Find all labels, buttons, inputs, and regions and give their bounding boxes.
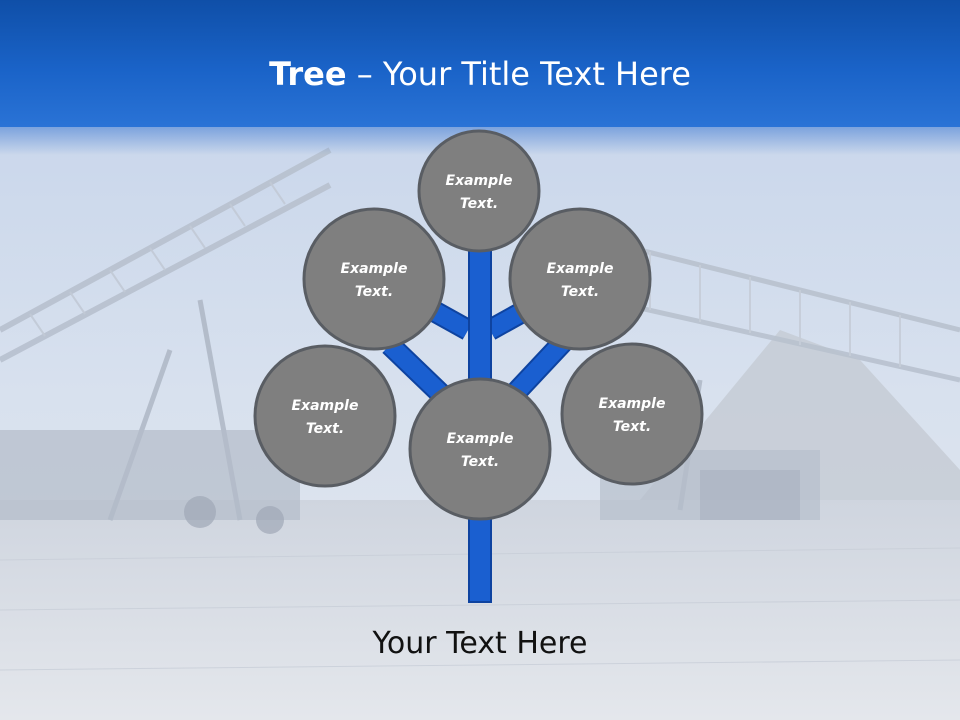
node-top: Example Text. xyxy=(417,129,541,253)
node-upper-left-label-2: Text. xyxy=(355,284,393,300)
node-lower-left-label-2: Text. xyxy=(306,421,344,437)
node-upper-left-circle xyxy=(302,207,446,351)
title-bold: Tree xyxy=(269,55,347,93)
node-lower-right: Example Text. xyxy=(560,342,704,486)
node-top-circle xyxy=(417,129,541,253)
node-center-label-1: Example xyxy=(447,431,514,447)
node-lower-left-circle xyxy=(253,344,397,488)
title-rest: – Your Title Text Here xyxy=(346,55,691,93)
node-center-label-2: Text. xyxy=(461,454,499,470)
node-lower-left-label-1: Example xyxy=(292,398,359,414)
node-upper-left-label-1: Example xyxy=(341,261,408,277)
node-lower-right-circle xyxy=(560,342,704,486)
node-top-label-1: Example xyxy=(446,173,513,189)
node-upper-right: Example Text. xyxy=(508,207,652,351)
node-upper-right-label-2: Text. xyxy=(561,284,599,300)
node-upper-left: Example Text. xyxy=(302,207,446,351)
node-top-label-2: Text. xyxy=(460,196,498,212)
title-bar xyxy=(0,0,960,127)
node-upper-right-circle xyxy=(508,207,652,351)
node-center: Example Text. xyxy=(408,377,552,521)
node-upper-right-label-1: Example xyxy=(547,261,614,277)
page-title: Tree – Your Title Text Here xyxy=(0,52,960,96)
node-lower-right-label-2: Text. xyxy=(613,419,651,435)
footer-caption: Your Text Here xyxy=(372,626,588,661)
node-center-circle xyxy=(408,377,552,521)
node-lower-right-label-1: Example xyxy=(599,396,666,412)
node-lower-left: Example Text. xyxy=(253,344,397,488)
